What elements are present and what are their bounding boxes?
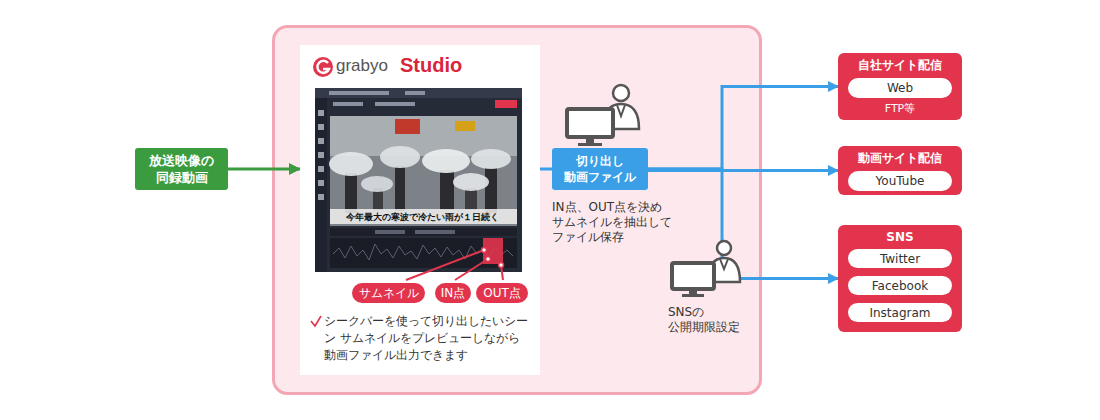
node-subtext: シークバーを使って切り出したいシーン サムネイルをプレビューしながら 動画ファイ… bbox=[324, 313, 536, 364]
node-text: IN点 bbox=[435, 283, 471, 303]
channel-pill: Instagram bbox=[848, 303, 952, 322]
node-text: YouTube bbox=[848, 171, 952, 191]
node-subtext: IN点、OUT点を決め サムネイルを抽出して ファイル保存 bbox=[552, 200, 682, 245]
check-mark bbox=[311, 316, 321, 326]
flow-arrow bbox=[648, 87, 838, 170]
pink-panel bbox=[274, 27, 761, 394]
node-text: 切り出し 動画ファイル bbox=[552, 148, 648, 190]
node-subtext: Studio bbox=[400, 53, 462, 77]
node-subtext: FTP等 bbox=[838, 102, 962, 115]
node-text: Facebook bbox=[848, 276, 952, 295]
channel-pill: Facebook bbox=[848, 276, 952, 295]
destination-box: SNS TwitterFacebookInstagram bbox=[838, 225, 962, 332]
node-text: SNS bbox=[838, 230, 962, 245]
callout-pill: OUT点 bbox=[476, 283, 528, 303]
studio-card: grabyo Studio シークバーを使って切り出したいシーン サムネイルをプレビ… bbox=[300, 45, 540, 375]
leader-lines bbox=[406, 248, 504, 281]
channel-pill: Web bbox=[848, 78, 952, 98]
node-text: grabyo bbox=[336, 56, 388, 76]
screen-caption: 今年最大の寒波で冷たい雨が１日続く bbox=[330, 210, 515, 224]
node-text: Twitter bbox=[848, 249, 952, 268]
destination-box: 動画サイト配信 YouTube bbox=[838, 146, 962, 195]
node-text: Instagram bbox=[848, 303, 952, 322]
node-text: サムネイル bbox=[352, 283, 425, 303]
operator-icon bbox=[672, 241, 740, 297]
source-box: 放送映像の 同録動画 bbox=[135, 148, 228, 190]
note-label: SNSの 公開期限設定 bbox=[668, 305, 752, 335]
node-text: 放送映像の 同録動画 bbox=[135, 148, 228, 190]
node-text: 自社サイト配信 bbox=[838, 58, 962, 73]
node-text: Web bbox=[848, 78, 952, 98]
clip-file-box: 切り出し 動画ファイルIN点、OUT点を決め サムネイルを抽出して ファイル保存 bbox=[552, 148, 648, 190]
channel-pill: Twitter bbox=[848, 249, 952, 268]
operator-icon bbox=[567, 85, 639, 146]
flow-arrow bbox=[228, 168, 300, 171]
flow-arrow bbox=[540, 168, 552, 171]
channel-pill: YouTube bbox=[848, 171, 952, 191]
node-text: OUT点 bbox=[476, 283, 528, 303]
destination-box: 自社サイト配信 FTP等 Web bbox=[838, 53, 962, 120]
node-text: 動画サイト配信 bbox=[838, 151, 962, 166]
callout-pill: サムネイル bbox=[352, 283, 425, 303]
callout-pill: IN点 bbox=[435, 283, 471, 303]
studio-screenshot bbox=[300, 45, 540, 375]
